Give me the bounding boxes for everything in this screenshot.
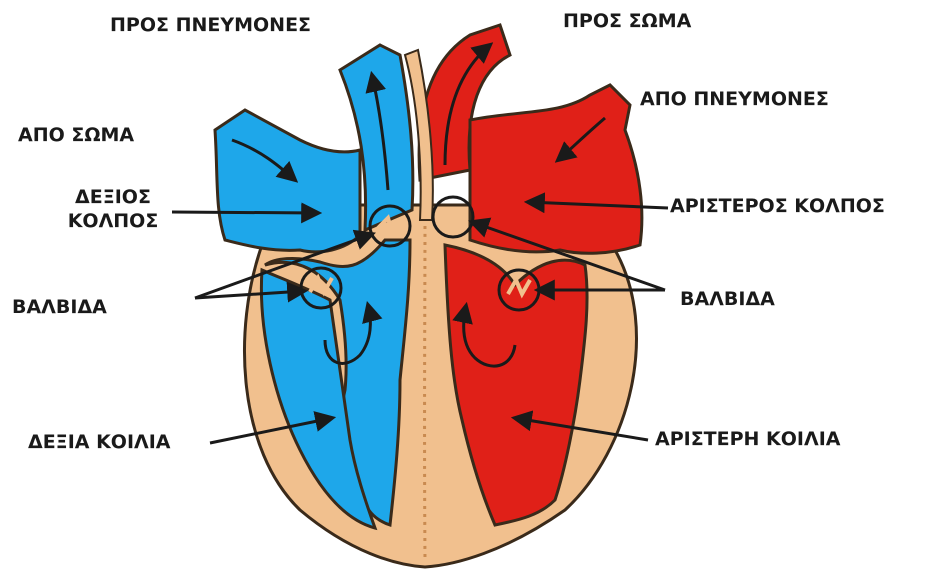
label-valvida-right: ΒΑΛΒΙΔΑ	[680, 288, 775, 312]
label-apo-pnevmones: ΑΠΟ ΠΝΕΥΜΟΝΕΣ	[640, 88, 829, 112]
label-dexios-kolpos-line2: ΚΟΛΠΟΣ	[58, 210, 168, 234]
label-aristeri-koilia: ΑΡΙΣΤΕΡΗ ΚΟΙΛΙΑ	[655, 428, 840, 452]
label-dexios-kolpos-line1: ΔΕΞΙΟΣ	[58, 186, 168, 210]
pointer-dexios-kolpos	[172, 212, 318, 213]
label-aristeros-kolpos: ΑΡΙΣΤΕΡΟΣ ΚΟΛΠΟΣ	[670, 195, 885, 219]
label-dexios-kolpos: ΔΕΞΙΟΣ ΚΟΛΠΟΣ	[58, 186, 168, 234]
label-pros-pnevmones: ΠΡΟΣ ΠΝΕΥΜΟΝΕΣ	[110, 14, 311, 38]
left-atrium-red	[470, 85, 642, 253]
right-atrium-blue	[215, 110, 360, 252]
label-dexia-koilia: ΔΕΞΙΑ ΚΟΙΛΙΑ	[28, 431, 171, 455]
label-apo-soma: ΑΠΟ ΣΩΜΑ	[18, 124, 134, 148]
label-pros-soma: ΠΡΟΣ ΣΩΜΑ	[563, 10, 691, 34]
label-valvida-left: ΒΑΛΒΙΔΑ	[12, 296, 107, 320]
